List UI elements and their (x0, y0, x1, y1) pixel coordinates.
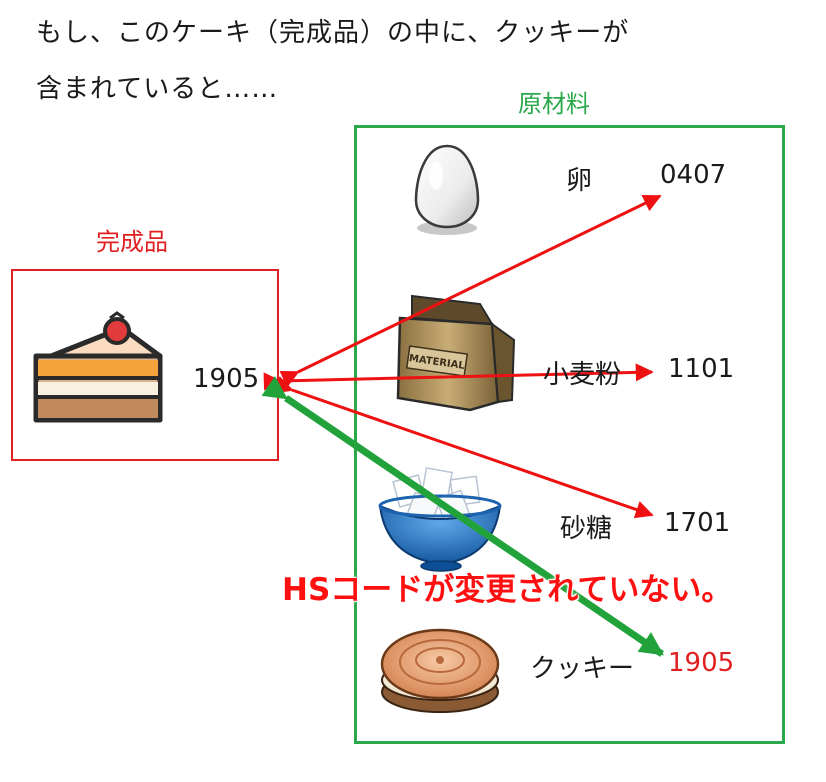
arrow-cookie (261, 376, 664, 657)
raw-item-name-egg: 卵 (566, 166, 593, 196)
raw-materials-label: 原材料 (518, 90, 590, 118)
hs-code-unchanged-note: HSコードが変更されていない。 (282, 572, 733, 608)
raw-item-code-egg: 0407 (660, 160, 727, 190)
cake-icon (33, 311, 163, 423)
egg-icon (414, 144, 480, 235)
intro-text-line-1: もし、このケーキ（完成品）の中に、クッキーが (36, 18, 630, 48)
intro-text-line-2: 含まれていると…… (36, 74, 279, 104)
raw-item-code-flour: 1101 (668, 354, 735, 384)
raw-item-code-cookie: 1905 (668, 648, 735, 678)
finished-product-label: 完成品 (96, 228, 168, 256)
raw-item-name-sugar: 砂糖 (560, 514, 613, 544)
cookie-icon (380, 628, 500, 713)
raw-item-name-cookie: クッキー (530, 654, 635, 684)
flour-bag-icon: MATERIAL (396, 294, 516, 412)
raw-item-name-flour: 小麦粉 (543, 360, 622, 390)
finished-code: 1905 (193, 364, 260, 394)
raw-item-code-sugar: 1701 (664, 508, 731, 538)
arrow-egg (279, 194, 662, 388)
sugar-bowl-icon (378, 467, 502, 572)
